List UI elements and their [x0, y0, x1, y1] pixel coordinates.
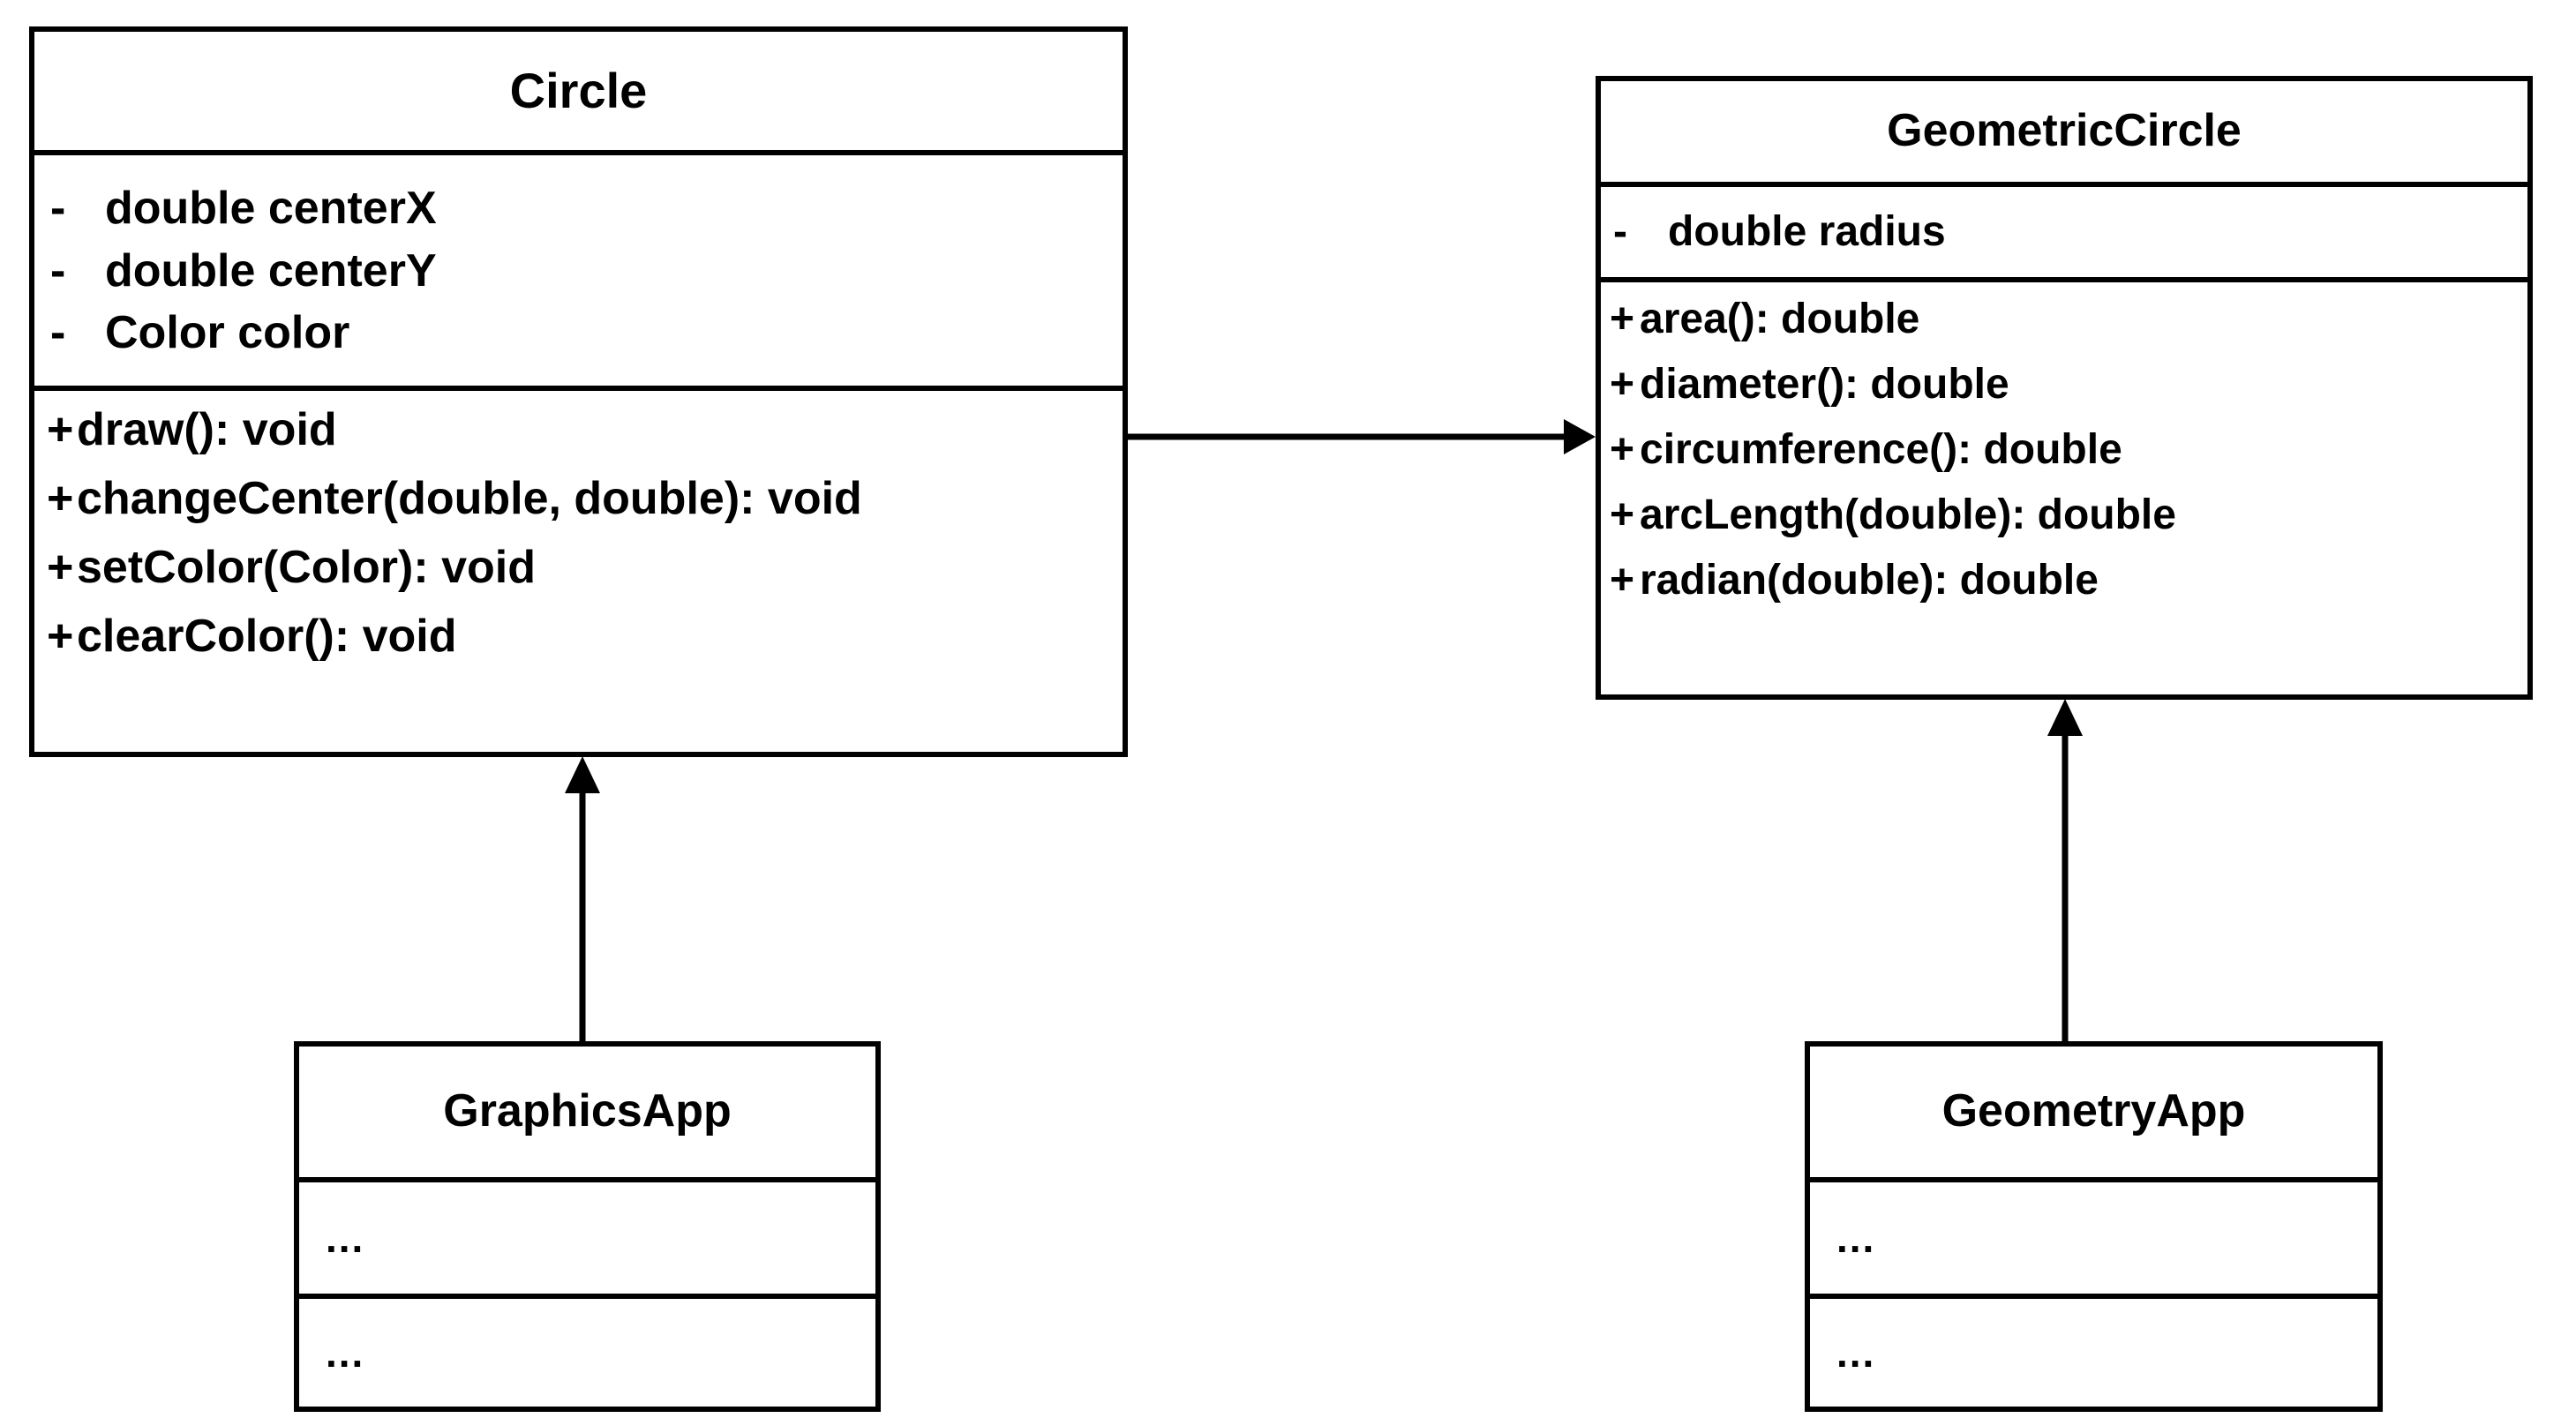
- class-header-geometriccircle: GeometricCircle: [1601, 81, 2527, 182]
- attributes-placeholder: ...: [1836, 1215, 1876, 1261]
- method-signature: radian(double): double: [1640, 557, 2099, 604]
- method-signature: changeCenter(double, double): void: [77, 473, 862, 524]
- method-row: + radian(double): double: [1610, 559, 2527, 602]
- class-name-geometryapp: GeometryApp: [1941, 1085, 2246, 1137]
- visibility-marker: -: [1613, 208, 1627, 255]
- methods-placeholder: ...: [1836, 1330, 1876, 1376]
- association-circle-to-geometriccircle: [1128, 401, 1604, 472]
- method-signature: arcLength(double): double: [1640, 491, 2176, 538]
- attribute-row: - double centerX: [50, 185, 1123, 231]
- methods-placeholder: ...: [326, 1330, 365, 1376]
- method-row: + arcLength(double): double: [1610, 494, 2527, 536]
- method-row: + diameter(): double: [1610, 364, 2527, 406]
- arrowhead-up-icon: [2047, 699, 2083, 736]
- method-signature: setColor(Color): void: [77, 542, 536, 593]
- class-box-geometryapp[interactable]: GeometryApp ... ...: [1805, 1041, 2383, 1412]
- class-box-graphicsapp[interactable]: GraphicsApp ... ...: [294, 1041, 881, 1412]
- class-header-geometryapp: GeometryApp: [1810, 1047, 2377, 1177]
- arrowhead-right-icon: [1564, 419, 1596, 454]
- method-row: + setColor(Color): void: [47, 544, 1123, 590]
- method-signature: circumference(): double: [1640, 426, 2122, 473]
- method-signature: draw(): void: [77, 404, 337, 455]
- arrowhead-up-icon: [565, 756, 600, 793]
- class-name-graphicsapp: GraphicsApp: [443, 1085, 732, 1137]
- attributes-compartment-geometriccircle: - double radius: [1601, 182, 2527, 277]
- generalization-graphicsapp-to-circle: [547, 754, 618, 1046]
- attribute-row: - double radius: [1613, 211, 2527, 253]
- attributes-compartment-graphicsapp: ...: [299, 1177, 875, 1294]
- attribute-text: double radius: [1668, 208, 1946, 255]
- class-header-circle: Circle: [34, 32, 1123, 150]
- attributes-compartment-geometryapp: ...: [1810, 1177, 2377, 1294]
- method-signature: clearColor(): void: [77, 611, 457, 662]
- visibility-marker: +: [47, 404, 74, 455]
- attribute-text: double centerY: [105, 244, 437, 296]
- method-row: + clearColor(): void: [47, 613, 1123, 659]
- visibility-marker: +: [1610, 491, 1635, 538]
- class-box-circle[interactable]: Circle - double centerX - double centerY…: [29, 26, 1128, 757]
- class-header-graphicsapp: GraphicsApp: [299, 1047, 875, 1177]
- attribute-text: Color color: [105, 306, 350, 358]
- class-name-circle: Circle: [509, 63, 648, 119]
- class-name-geometriccircle: GeometricCircle: [1887, 105, 2242, 157]
- generalization-geometryapp-to-geometriccircle: [2030, 697, 2100, 1046]
- methods-compartment-graphicsapp: ...: [299, 1294, 875, 1407]
- method-row: + circumference(): double: [1610, 429, 2527, 471]
- visibility-marker: +: [1610, 296, 1635, 342]
- visibility-marker: +: [47, 542, 74, 593]
- class-box-geometriccircle[interactable]: GeometricCircle - double radius + area()…: [1596, 76, 2533, 700]
- attributes-placeholder: ...: [326, 1215, 365, 1261]
- methods-compartment-geometriccircle: + area(): double + diameter(): double + …: [1601, 277, 2527, 694]
- method-row: + draw(): void: [47, 407, 1123, 453]
- visibility-marker: +: [47, 473, 74, 524]
- visibility-marker: +: [47, 611, 74, 662]
- method-row: + changeCenter(double, double): void: [47, 476, 1123, 521]
- method-signature: area(): double: [1640, 296, 1920, 342]
- visibility-marker: -: [50, 183, 66, 235]
- attribute-row: - double centerY: [50, 248, 1123, 294]
- method-signature: diameter(): double: [1640, 361, 2009, 408]
- visibility-marker: +: [1610, 557, 1635, 604]
- attributes-compartment-circle: - double centerX - double centerY - Colo…: [34, 150, 1123, 386]
- methods-compartment-geometryapp: ...: [1810, 1294, 2377, 1407]
- visibility-marker: -: [50, 244, 66, 296]
- attribute-text: double centerX: [105, 183, 437, 235]
- visibility-marker: +: [1610, 426, 1635, 473]
- visibility-marker: -: [50, 306, 66, 358]
- method-row: + area(): double: [1610, 298, 2527, 341]
- visibility-marker: +: [1610, 361, 1635, 408]
- methods-compartment-circle: + draw(): void + changeCenter(double, do…: [34, 386, 1123, 752]
- attribute-row: - Color color: [50, 310, 1123, 356]
